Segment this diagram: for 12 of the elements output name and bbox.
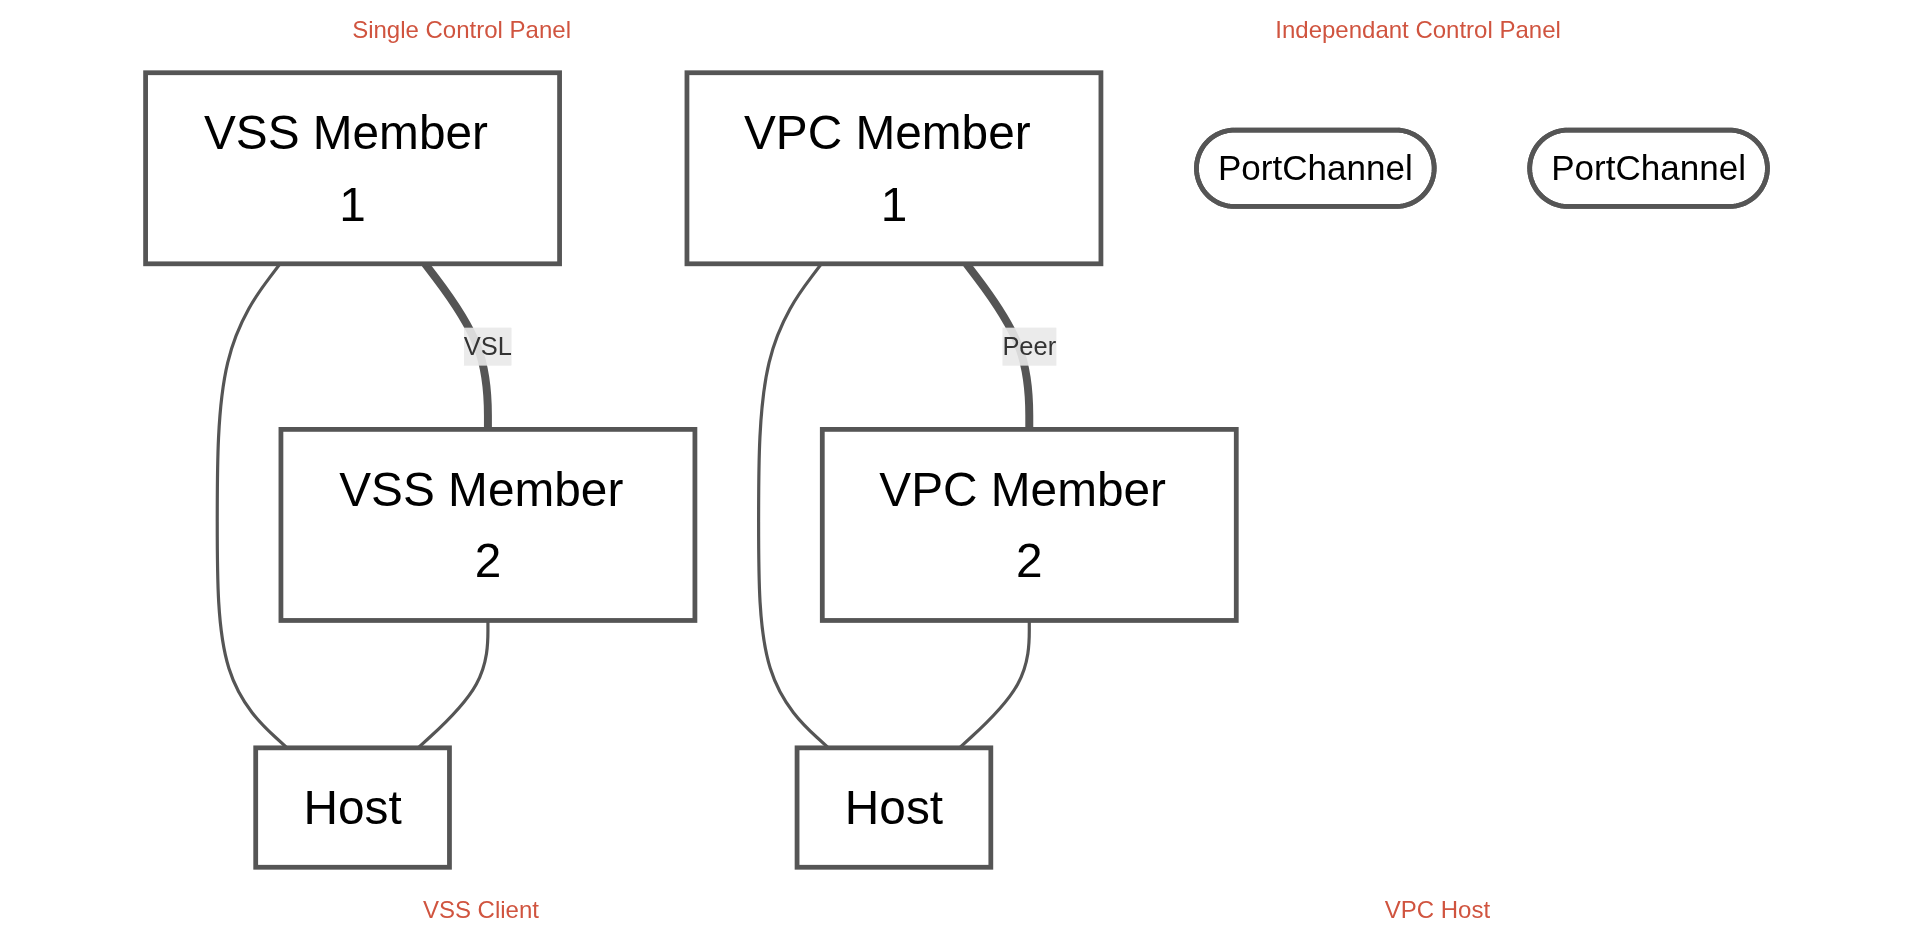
node-box: VSS Member 1 (143, 70, 562, 267)
section-heading: Independant Control Panel (1275, 16, 1561, 44)
node-box: Host (794, 745, 994, 870)
edge-label: Peer (1002, 332, 1057, 360)
node-box: VPC Member 1 (684, 70, 1104, 267)
section-heading: Single Control Panel (352, 16, 571, 44)
section-caption: VSS Client (422, 896, 539, 924)
edge-label: VSL (463, 332, 513, 360)
node-box: VSS Member 2 (278, 427, 698, 623)
node-box: Host (253, 745, 452, 870)
node-box: VPC Member 2 (819, 427, 1239, 623)
section-caption: VPC Host (1384, 896, 1491, 924)
